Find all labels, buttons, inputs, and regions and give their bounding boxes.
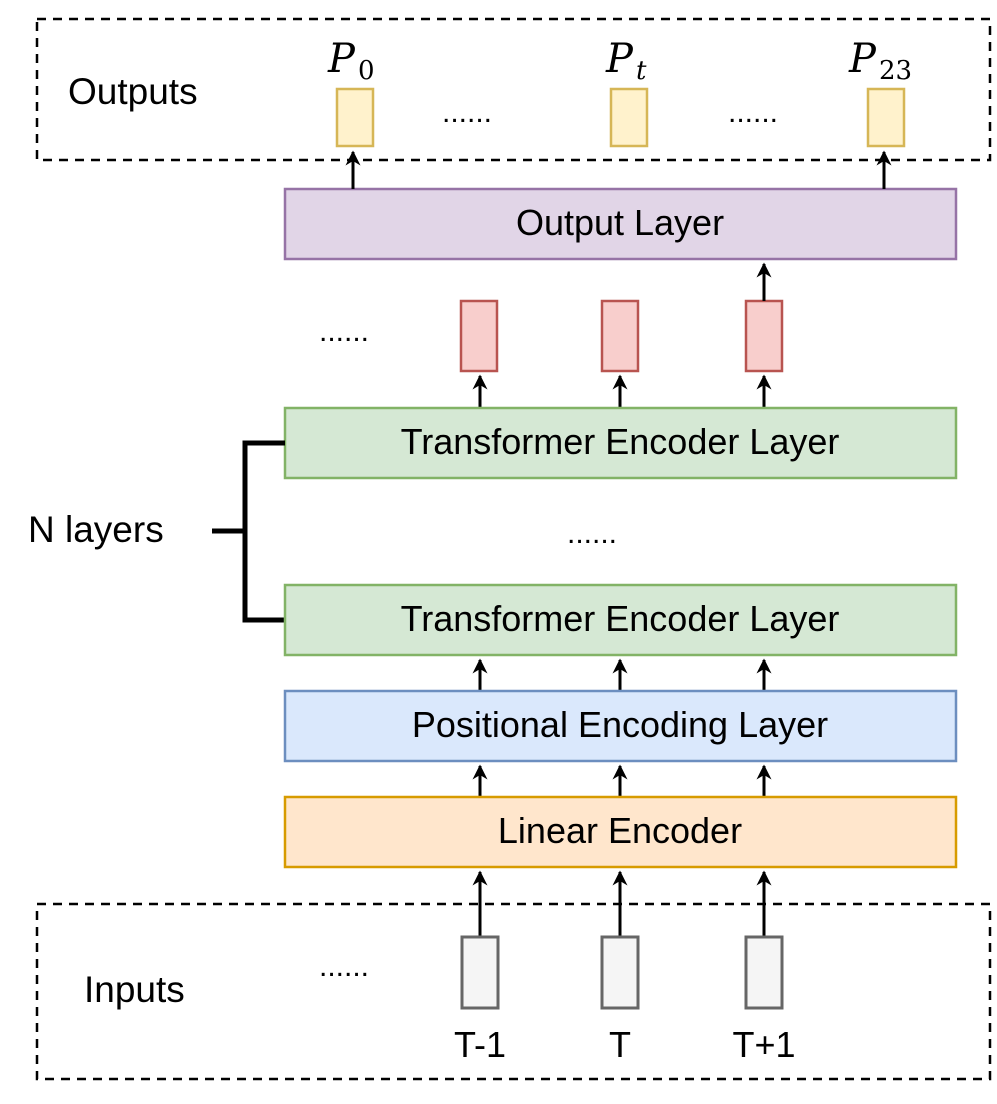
output-layer: Output Layer [283, 187, 958, 261]
outputs-label: Outputs [68, 71, 198, 112]
input-label: T+1 [732, 1024, 795, 1065]
output-layer-label: Output Layer [516, 202, 724, 243]
transformer-layer-label: Transformer Encoder Layer [401, 598, 840, 639]
transformer-layer-box [283, 583, 958, 657]
transformer-encoder-layer-top: Transformer Encoder Layer [283, 406, 958, 480]
output-token-pt: P t [605, 36, 649, 148]
linear-encoder-box [283, 795, 958, 869]
input-label: T-1 [454, 1024, 506, 1065]
output-var: P [327, 36, 356, 82]
output-layer-box [283, 187, 958, 261]
positional-layer-box [283, 689, 958, 763]
output-token-p23: P 23 [848, 36, 912, 148]
outputs-group: Outputs P 0 ...... P t ...... P 23 [35, 17, 992, 162]
output-ellipsis-left: ...... [442, 96, 492, 129]
transformer-layer-box [283, 406, 958, 480]
stack-ellipsis: ...... [567, 517, 617, 550]
input-token [460, 935, 500, 1010]
hidden-token [744, 299, 784, 373]
transformer-encoder-layer-bottom: Transformer Encoder Layer [283, 583, 958, 657]
output-token-box [335, 87, 375, 148]
inputs-label: Inputs [84, 969, 185, 1010]
linear-encoder-label: Linear Encoder [498, 810, 742, 851]
hidden-token [459, 299, 499, 373]
output-var: P [605, 36, 634, 82]
hidden-ellipsis: ...... [319, 315, 369, 348]
input-token [600, 935, 640, 1010]
n-layers-label: N layers [28, 509, 164, 550]
n-layers-bracket: N layers [28, 440, 285, 623]
output-subscript: t [636, 56, 647, 86]
inputs-group: Inputs ...... T-1 T T+1 [35, 902, 992, 1081]
positional-layer-label: Positional Encoding Layer [412, 704, 828, 745]
input-token [744, 935, 784, 1010]
linear-encoder-layer: Linear Encoder [283, 795, 958, 869]
bracket-line [242, 440, 285, 623]
inputs-ellipsis: ...... [319, 950, 369, 983]
output-token-p0: P 0 [327, 36, 375, 148]
input-label: T [609, 1024, 631, 1065]
output-ellipsis-right: ...... [728, 96, 778, 129]
output-subscript: 23 [879, 56, 912, 86]
inputs-dashed-box [35, 902, 992, 1081]
outputs-dashed-box [35, 17, 992, 162]
hidden-tokens-row: ...... [319, 299, 784, 373]
positional-encoding-layer: Positional Encoding Layer [283, 689, 958, 763]
output-token-box [609, 87, 649, 148]
output-subscript: 0 [358, 56, 375, 86]
hidden-token [600, 299, 640, 373]
output-var: P [848, 36, 877, 82]
output-token-box [866, 87, 906, 148]
transformer-layer-label: Transformer Encoder Layer [401, 421, 840, 462]
